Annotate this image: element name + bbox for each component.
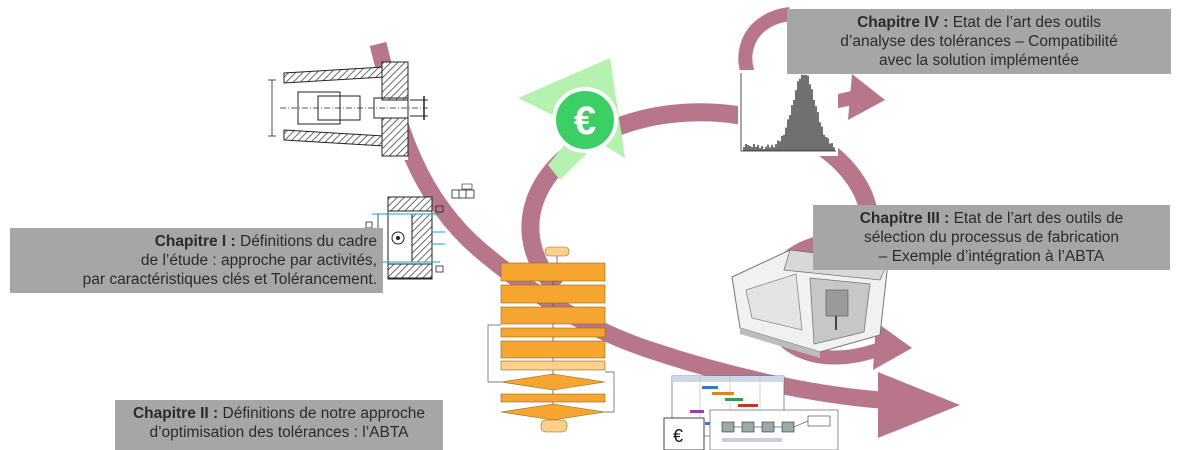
chapter-iv-line2: d’analyse des tolérances – Compatibilité	[840, 33, 1118, 50]
chapter-iii-caption: Chapitre III : Etat de l’art des outils …	[813, 205, 1170, 270]
main-arrowhead	[878, 372, 960, 438]
chapter-iii-line3: – Exemple d’intégration à l’ABTA	[878, 248, 1105, 265]
machine-tool	[731, 249, 889, 358]
chapter-i-title: Chapitre I :	[154, 233, 236, 250]
abta-flowchart	[487, 246, 615, 433]
chapter-iv-caption: Chapitre IV : Etat de l’art des outils d…	[787, 9, 1171, 74]
euro-icon	[552, 87, 618, 153]
ch4-arrowhead	[848, 74, 885, 120]
histogram	[738, 70, 838, 156]
chapter-i-caption: Chapitre I : Définitions du cadre de l’é…	[10, 228, 383, 293]
chapter-iv-line3: avec la solution implémentée	[879, 52, 1079, 69]
euro-small-icon: €	[673, 426, 683, 446]
euro-arrow: €	[518, 58, 625, 180]
chapter-i-line2: de l’étude : approche par activités,	[140, 252, 377, 269]
mechanical-drawing-middle	[365, 183, 475, 280]
chapter-iv-line1: Etat de l’art des outils	[948, 14, 1101, 31]
tolerance-frame	[451, 183, 475, 199]
chapter-i-line3: par caractéristiques clés et Toléranceme…	[82, 271, 377, 288]
ch3-arrowhead	[873, 322, 912, 370]
mechanical-drawing-top	[268, 61, 428, 160]
euro-card: €	[663, 417, 705, 450]
chapter-ii-line1: Définitions de notre approche	[218, 405, 426, 422]
chapter-iii-line2: sélection du processus de fabrication	[863, 229, 1120, 246]
chapter-iv-title: Chapitre IV :	[857, 14, 949, 31]
chapter-ii-line2: d’optimisation des tolérances : l’ABTA	[149, 424, 409, 441]
chapter-i-line1: Définitions du cadre	[235, 233, 377, 250]
chapter-ii-caption: Chapitre II : Définitions de notre appro…	[115, 400, 443, 450]
chapter-ii-title: Chapitre II :	[132, 405, 219, 422]
chapter-iii-line1: Etat de l’art des outils de	[949, 210, 1124, 227]
process-diagram	[709, 409, 839, 450]
chapter-iii-title: Chapitre III :	[859, 210, 950, 227]
euro-symbol: €	[574, 99, 596, 143]
